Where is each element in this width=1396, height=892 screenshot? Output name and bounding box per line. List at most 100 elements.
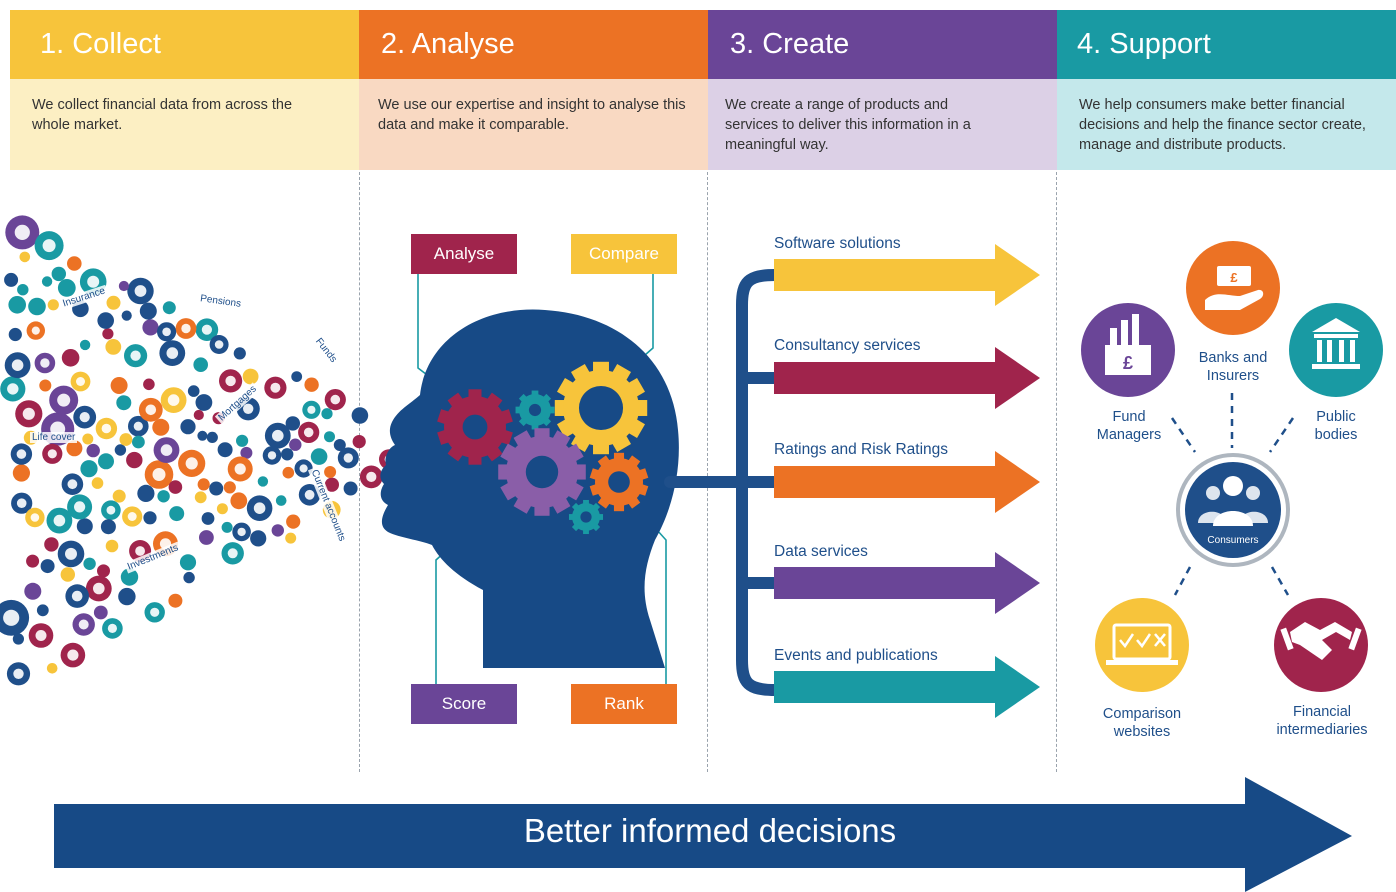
finance-icon-glyph — [225, 375, 236, 387]
tag-rank: Rank — [571, 684, 677, 724]
finance-icon — [28, 297, 46, 316]
finance-icon — [8, 327, 22, 342]
finance-icon-glyph — [107, 623, 117, 634]
finance-icon — [118, 280, 129, 292]
product-label-consultancy: Consultancy services — [774, 337, 921, 354]
finance-icon-glyph — [303, 427, 314, 438]
finance-icon — [105, 539, 119, 553]
finance-icon — [289, 438, 302, 451]
finance-icon — [310, 448, 328, 465]
finance-icon — [12, 464, 30, 482]
finance-icon-glyph — [11, 359, 24, 372]
step-description-analyse: We use our expertise and insight to anal… — [359, 79, 708, 170]
finance-icon — [120, 568, 139, 586]
product-label-events: Events and publications — [774, 647, 938, 664]
product-label-software: Software solutions — [774, 235, 901, 252]
finance-icon-glyph — [304, 489, 315, 500]
finance-icon — [333, 439, 346, 451]
gear-icon — [437, 389, 513, 465]
finance-icon — [250, 530, 267, 547]
finance-icon — [275, 495, 287, 506]
finance-icon-glyph — [7, 383, 19, 395]
financial-icon-cloud — [0, 215, 412, 686]
finance-icon — [143, 378, 155, 391]
finance-icon-glyph — [166, 347, 179, 359]
finance-icon — [291, 371, 303, 382]
finance-icon-glyph — [343, 453, 353, 463]
finance-icon-glyph — [270, 382, 281, 393]
finance-icon — [321, 408, 333, 420]
finance-icon — [137, 484, 155, 502]
finance-icon — [233, 347, 246, 360]
finance-icon — [44, 537, 59, 552]
finance-icon-glyph — [13, 668, 24, 679]
finance-icon — [343, 481, 358, 496]
finance-icon-glyph — [330, 394, 341, 405]
finance-icon — [126, 451, 143, 469]
finance-icon — [91, 477, 104, 489]
finance-icon — [187, 385, 200, 397]
finance-icon-glyph — [167, 394, 180, 406]
finance-icon — [285, 532, 297, 544]
finance-icon — [217, 442, 233, 458]
finance-icon — [116, 395, 132, 411]
finance-icon-glyph — [74, 501, 86, 513]
consumers-circle — [1185, 462, 1281, 558]
label-financial-intermediaries: Financial intermediaries — [1276, 704, 1368, 738]
svg-text:£: £ — [1123, 353, 1133, 373]
gears-group — [437, 361, 649, 535]
finance-icon — [240, 446, 253, 459]
finance-icon — [119, 433, 133, 446]
label-banks-insurers: Banks and Insurers — [1198, 350, 1268, 384]
finance-icon-glyph — [152, 468, 166, 481]
step-header-collect: 1. Collect — [10, 10, 359, 79]
finance-icon-glyph — [22, 407, 35, 420]
divider — [707, 172, 708, 772]
finance-icon — [152, 418, 170, 436]
finance-icon-glyph — [47, 449, 57, 459]
finance-icon-glyph — [106, 505, 116, 515]
finance-icon-glyph — [79, 412, 90, 423]
finance-icon-glyph — [65, 547, 77, 560]
finance-icon — [66, 440, 83, 457]
finance-icon — [36, 604, 49, 617]
finance-icon-glyph — [67, 649, 79, 661]
finance-icon-glyph — [87, 275, 100, 288]
step-header-analyse: 2. Analyse — [359, 10, 708, 79]
label-public-bodies: Public bodies — [1314, 409, 1358, 443]
finance-icon — [199, 530, 214, 545]
finance-icon — [19, 251, 31, 263]
finance-icon-glyph — [227, 548, 238, 559]
finance-icon-glyph — [237, 527, 246, 537]
finance-icon — [183, 571, 195, 584]
product-arrows — [774, 244, 1040, 718]
finance-icon-glyph — [57, 393, 71, 407]
finance-icon-glyph — [299, 464, 308, 473]
finance-icon — [193, 409, 204, 421]
hand-money-icon: £ — [1205, 266, 1264, 310]
finance-icon — [281, 448, 294, 461]
finance-icon — [51, 266, 66, 282]
finance-icon-glyph — [201, 324, 212, 335]
finance-icon — [193, 357, 208, 373]
finance-icon — [179, 554, 197, 571]
finance-icon-glyph — [127, 512, 137, 521]
finance-icon-glyph — [130, 350, 141, 361]
finance-icon — [143, 511, 157, 525]
finance-icon — [24, 582, 42, 600]
finance-icon — [194, 491, 207, 504]
finance-icon — [106, 295, 121, 310]
finance-icon-glyph — [78, 619, 89, 630]
laptop-checklist-icon — [1106, 623, 1178, 665]
finance-icon — [121, 310, 132, 321]
finance-icon — [168, 593, 183, 608]
finance-icon — [271, 524, 284, 537]
finance-icon — [324, 431, 335, 443]
finance-icon — [12, 633, 24, 645]
finance-icon-glyph — [160, 444, 173, 456]
finance-icon — [39, 379, 52, 392]
finance-icon-glyph — [16, 449, 27, 459]
finance-icon-glyph — [162, 327, 171, 337]
finance-icon-glyph — [30, 513, 40, 522]
finance-icon — [142, 319, 159, 336]
